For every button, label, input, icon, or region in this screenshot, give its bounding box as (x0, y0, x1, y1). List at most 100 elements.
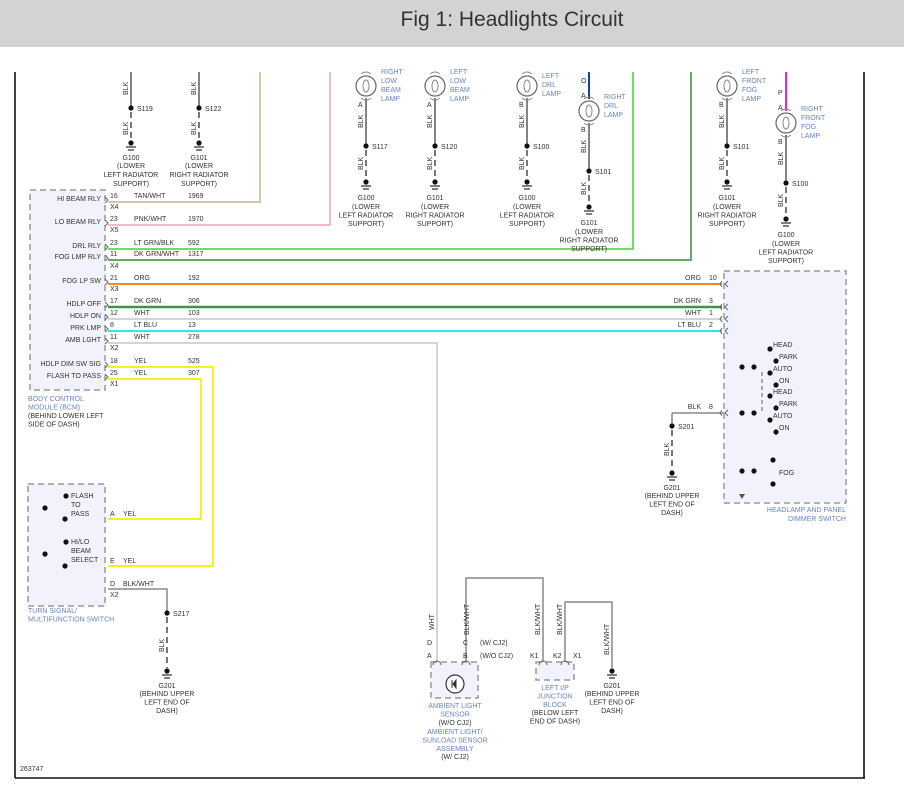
connector-icon (432, 660, 442, 666)
wire-color-label: BLK/WHT (535, 603, 542, 635)
splice-label: S100 (533, 144, 549, 151)
connector-icon (560, 660, 570, 666)
ground-location: (LOWER (713, 204, 741, 211)
ground-location: SUPPORT) (348, 221, 384, 228)
ground-location: (LOWER (352, 204, 380, 211)
circuit-number: 592 (188, 240, 200, 247)
connector-id: X2 (110, 345, 119, 352)
lamp-pin-label: A (427, 102, 432, 109)
sunload-sensor-title: ASSEMBLY (436, 746, 474, 753)
switch-position-label: HEAD (773, 342, 792, 349)
switch-hilo-label: HI/LO (71, 539, 90, 546)
lamp-name: DRL (542, 82, 556, 89)
lamp-name: RIGHT (801, 106, 824, 113)
bcm-pin-number: 23 (110, 240, 118, 247)
lamp-terminal-icon (721, 71, 733, 101)
ground-location: (LOWER (117, 163, 145, 170)
ground-location: RIGHT RADIATOR (559, 238, 618, 245)
splice-dot (724, 143, 730, 149)
lamp-name: RIGHT (604, 94, 627, 101)
wire-color-label: BLK (719, 114, 726, 128)
junction-block-title: JUNCTION (537, 694, 572, 701)
bcm-pin-label: HDLP DIM SW SIG (40, 361, 101, 368)
connector-icon (719, 327, 729, 335)
switch-contact-dot (767, 417, 773, 423)
ground-label: G100 (122, 155, 139, 162)
ground-location: SUPPORT) (709, 221, 745, 228)
connector-icon (104, 373, 109, 381)
splice-label: S100 (792, 181, 808, 188)
connector-icon (104, 196, 109, 204)
ground-dot (128, 140, 134, 146)
lamp-terminal-icon (583, 96, 595, 126)
ground-dot (524, 179, 530, 185)
wire-color-label: BLK (778, 151, 785, 165)
junction-block-location: (BELOW LEFT (532, 710, 579, 717)
ground-dot (196, 140, 202, 146)
lamp-pin-label: B (581, 127, 586, 134)
lamp-name: LAMP (801, 133, 820, 140)
wire-color-label: BLK (427, 114, 434, 128)
wiring-option-note: (W/ CJ2) (480, 640, 508, 647)
ground-dot (783, 216, 789, 222)
circuit-number: 192 (188, 275, 200, 282)
bcm-title: BODY CONTROL (28, 396, 84, 403)
bcm-pin-number: 16 (110, 193, 118, 200)
turn-signal-title: TURN SIGNAL/ (28, 608, 77, 615)
switch-contact-dot (773, 358, 779, 364)
lamp-name: LAMP (604, 112, 623, 119)
connector-pin-number: 2 (709, 322, 713, 329)
figure-title: Fig 1: Headlights Circuit (400, 8, 624, 31)
switch-contact-dot (767, 370, 773, 376)
ground-location: DASH) (156, 708, 178, 715)
wire-blk-wht-sensor (465, 577, 544, 662)
switch-position-label: AUTO (773, 413, 793, 420)
wire-color-label: WHT (134, 310, 151, 317)
connector-icon (104, 301, 109, 309)
ground-location: SUPPORT) (113, 181, 149, 188)
junction-block-title: LEFT I/P (541, 685, 569, 692)
wire-color-label: YEL (134, 370, 147, 377)
bcm-title: MODULE (BCM) (28, 405, 80, 412)
switch-position-label: PARK (779, 401, 798, 408)
lamp-icon (516, 75, 538, 97)
wire-color-label: BLK (358, 114, 365, 128)
ground-location: RIGHT RADIATOR (697, 213, 756, 220)
connector-icon (719, 280, 729, 288)
connector-pin-number: 8 (709, 404, 713, 411)
splice-label: S201 (678, 424, 694, 431)
wire-color-label: O (581, 78, 587, 85)
connector-id: X1 (573, 653, 582, 660)
dimmer-switch-title: HEADLAMP AND PANEL (767, 507, 846, 514)
wire-color-label: BLK/WHT (464, 603, 471, 635)
wire-color-label: DK GRN (674, 298, 701, 305)
ground-dot (164, 668, 170, 674)
circuit-number: 306 (188, 298, 200, 305)
junction-block-location: END OF DASH) (530, 719, 580, 726)
dimmer-switch-box (723, 270, 847, 504)
circuit-number: 1969 (188, 193, 204, 200)
wire-lt-grn-blk-592 (108, 72, 634, 250)
ground-location: RIGHT RADIATOR (405, 213, 464, 220)
connector-id: X4 (110, 263, 119, 270)
wire-color-label: BLK (191, 81, 198, 95)
splice-label: S119 (137, 106, 153, 113)
lamp-icon (775, 112, 797, 134)
splice-label: S120 (441, 144, 457, 151)
bcm-pin-number: 11 (110, 251, 117, 258)
bcm-pin-label: FOG LP SW (62, 278, 101, 285)
connector-pin-number: K2 (553, 653, 562, 660)
lamp-name: FOG (801, 124, 816, 131)
ground-label: G101 (580, 220, 597, 227)
ground-location: (LOWER (513, 204, 541, 211)
circuit-number: 1970 (188, 216, 204, 223)
lamp-pin-label: B (778, 139, 783, 146)
connector-icon (719, 409, 729, 417)
lamp-pin-label: B (719, 102, 724, 109)
wire-tan-wht-1969 (108, 72, 261, 203)
lamp-name: LEFT (450, 69, 468, 76)
bcm-pin-number: 17 (110, 298, 118, 305)
lamp-pin-label: B (519, 102, 524, 109)
